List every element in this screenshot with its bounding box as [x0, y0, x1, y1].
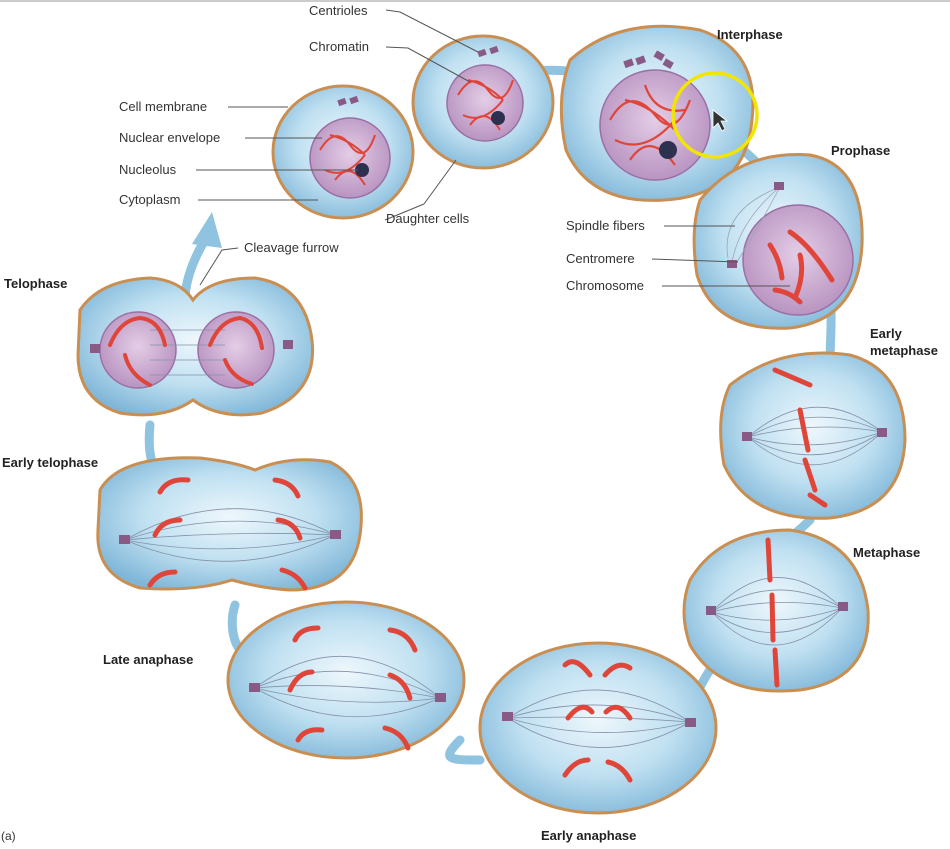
label-centromere: Centromere — [566, 251, 635, 266]
label-cleavage-furrow: Cleavage furrow — [244, 240, 339, 255]
phase-label-interphase: Interphase — [717, 27, 783, 42]
telophase-cell — [76, 276, 315, 417]
label-chromosome: Chromosome — [566, 278, 645, 293]
phase-label-early-metaphase-line1: Early — [870, 326, 902, 341]
daughter-cell-right — [411, 34, 555, 170]
label-cell-membrane: Cell membrane — [119, 99, 208, 114]
label-spindle-fibers: Spindle fibers — [566, 218, 645, 233]
phase-label-early-telophase: Early telophase — [2, 455, 99, 470]
cycle-arrowhead — [192, 212, 222, 248]
phase-label-prophase: Prophase — [831, 143, 891, 158]
label-nuclear-envelope: Nuclear envelope — [119, 130, 221, 145]
label-cytoplasm: Cytoplasm — [119, 192, 181, 207]
metaphase-cell — [682, 528, 870, 693]
early-anaphase-cell — [478, 641, 718, 815]
interphase-cell — [559, 24, 755, 202]
early-telophase-cell — [96, 456, 363, 592]
late-anaphase-cell — [226, 600, 466, 760]
cursor-highlight — [671, 71, 759, 159]
phase-label-early-anaphase: Early anaphase — [541, 828, 637, 843]
label-chromatin: Chromatin — [309, 39, 369, 54]
daughter-cell-left — [271, 84, 415, 220]
label-centrioles: Centrioles — [309, 3, 368, 18]
label-daughter-cells: Daughter cells — [386, 211, 470, 226]
phase-label-telophase: Telophase — [4, 276, 68, 291]
leader-lines — [196, 9, 790, 287]
label-nucleolus: Nucleolus — [119, 162, 177, 177]
phase-label-late-anaphase: Late anaphase — [103, 652, 194, 667]
phase-label-early-metaphase-line2: metaphase — [870, 343, 938, 358]
prophase-cell — [692, 153, 864, 330]
figure-label: (a) — [1, 829, 16, 843]
early-metaphase-cell — [719, 351, 907, 520]
phase-label-metaphase: Metaphase — [853, 545, 921, 560]
